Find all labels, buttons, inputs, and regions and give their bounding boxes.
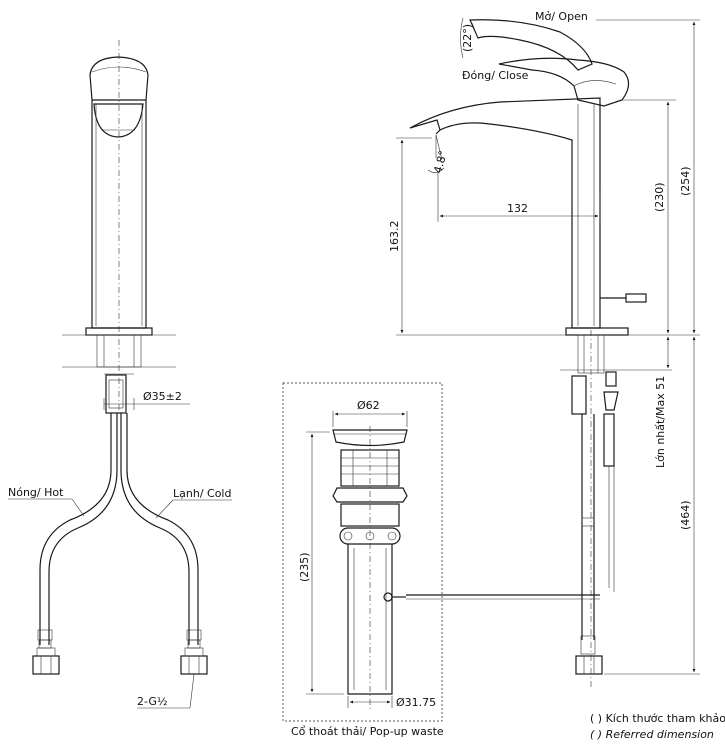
hose-length-label: (464)	[679, 500, 692, 530]
max-thickness-label: Lớn nhất/Max 51	[654, 376, 667, 468]
drain-length-label: (235)	[298, 552, 311, 582]
cold-inlet-connector	[180, 629, 208, 675]
hot-inlet-connector	[32, 629, 60, 675]
front-view: Ø35±2 Nóng/ Hot Lạnh/ Cold 2-G½	[8, 40, 232, 709]
drain-top-diameter-label: Ø62	[357, 399, 380, 412]
open-angle-label: (22°)	[461, 24, 474, 52]
tilt-angle-label: 4.8°	[431, 149, 450, 175]
total-height-label: (254)	[679, 166, 692, 196]
drain-pipe-diameter-label: Ø31.75	[396, 696, 436, 709]
legend-line-2: ( ) Referred dimension	[590, 728, 714, 741]
hot-label: Nóng/ Hot	[8, 486, 64, 499]
side-view: (22°) Mở/ Open Đóng/ Close	[388, 10, 700, 690]
popup-waste-view: Ø62 Ø31.75 (235) Cổ thoát thải/ P	[282, 382, 444, 738]
spout-reach-label: 132	[507, 202, 528, 215]
spout-height-label: 163.2	[388, 221, 401, 253]
legend-line-1: ( ) Kích thước tham khảo	[590, 712, 725, 725]
popup-waste-label: Cổ thoát thải/ Pop-up waste	[291, 725, 444, 738]
hole-diameter-label: Ø35±2	[143, 390, 182, 403]
thread-label: 2-G½	[137, 695, 168, 708]
body-height-label: (230)	[653, 182, 666, 212]
cold-label: Lạnh/ Cold	[173, 487, 231, 500]
open-label: Mở/ Open	[535, 10, 588, 23]
close-label: Đóng/ Close	[462, 69, 529, 82]
